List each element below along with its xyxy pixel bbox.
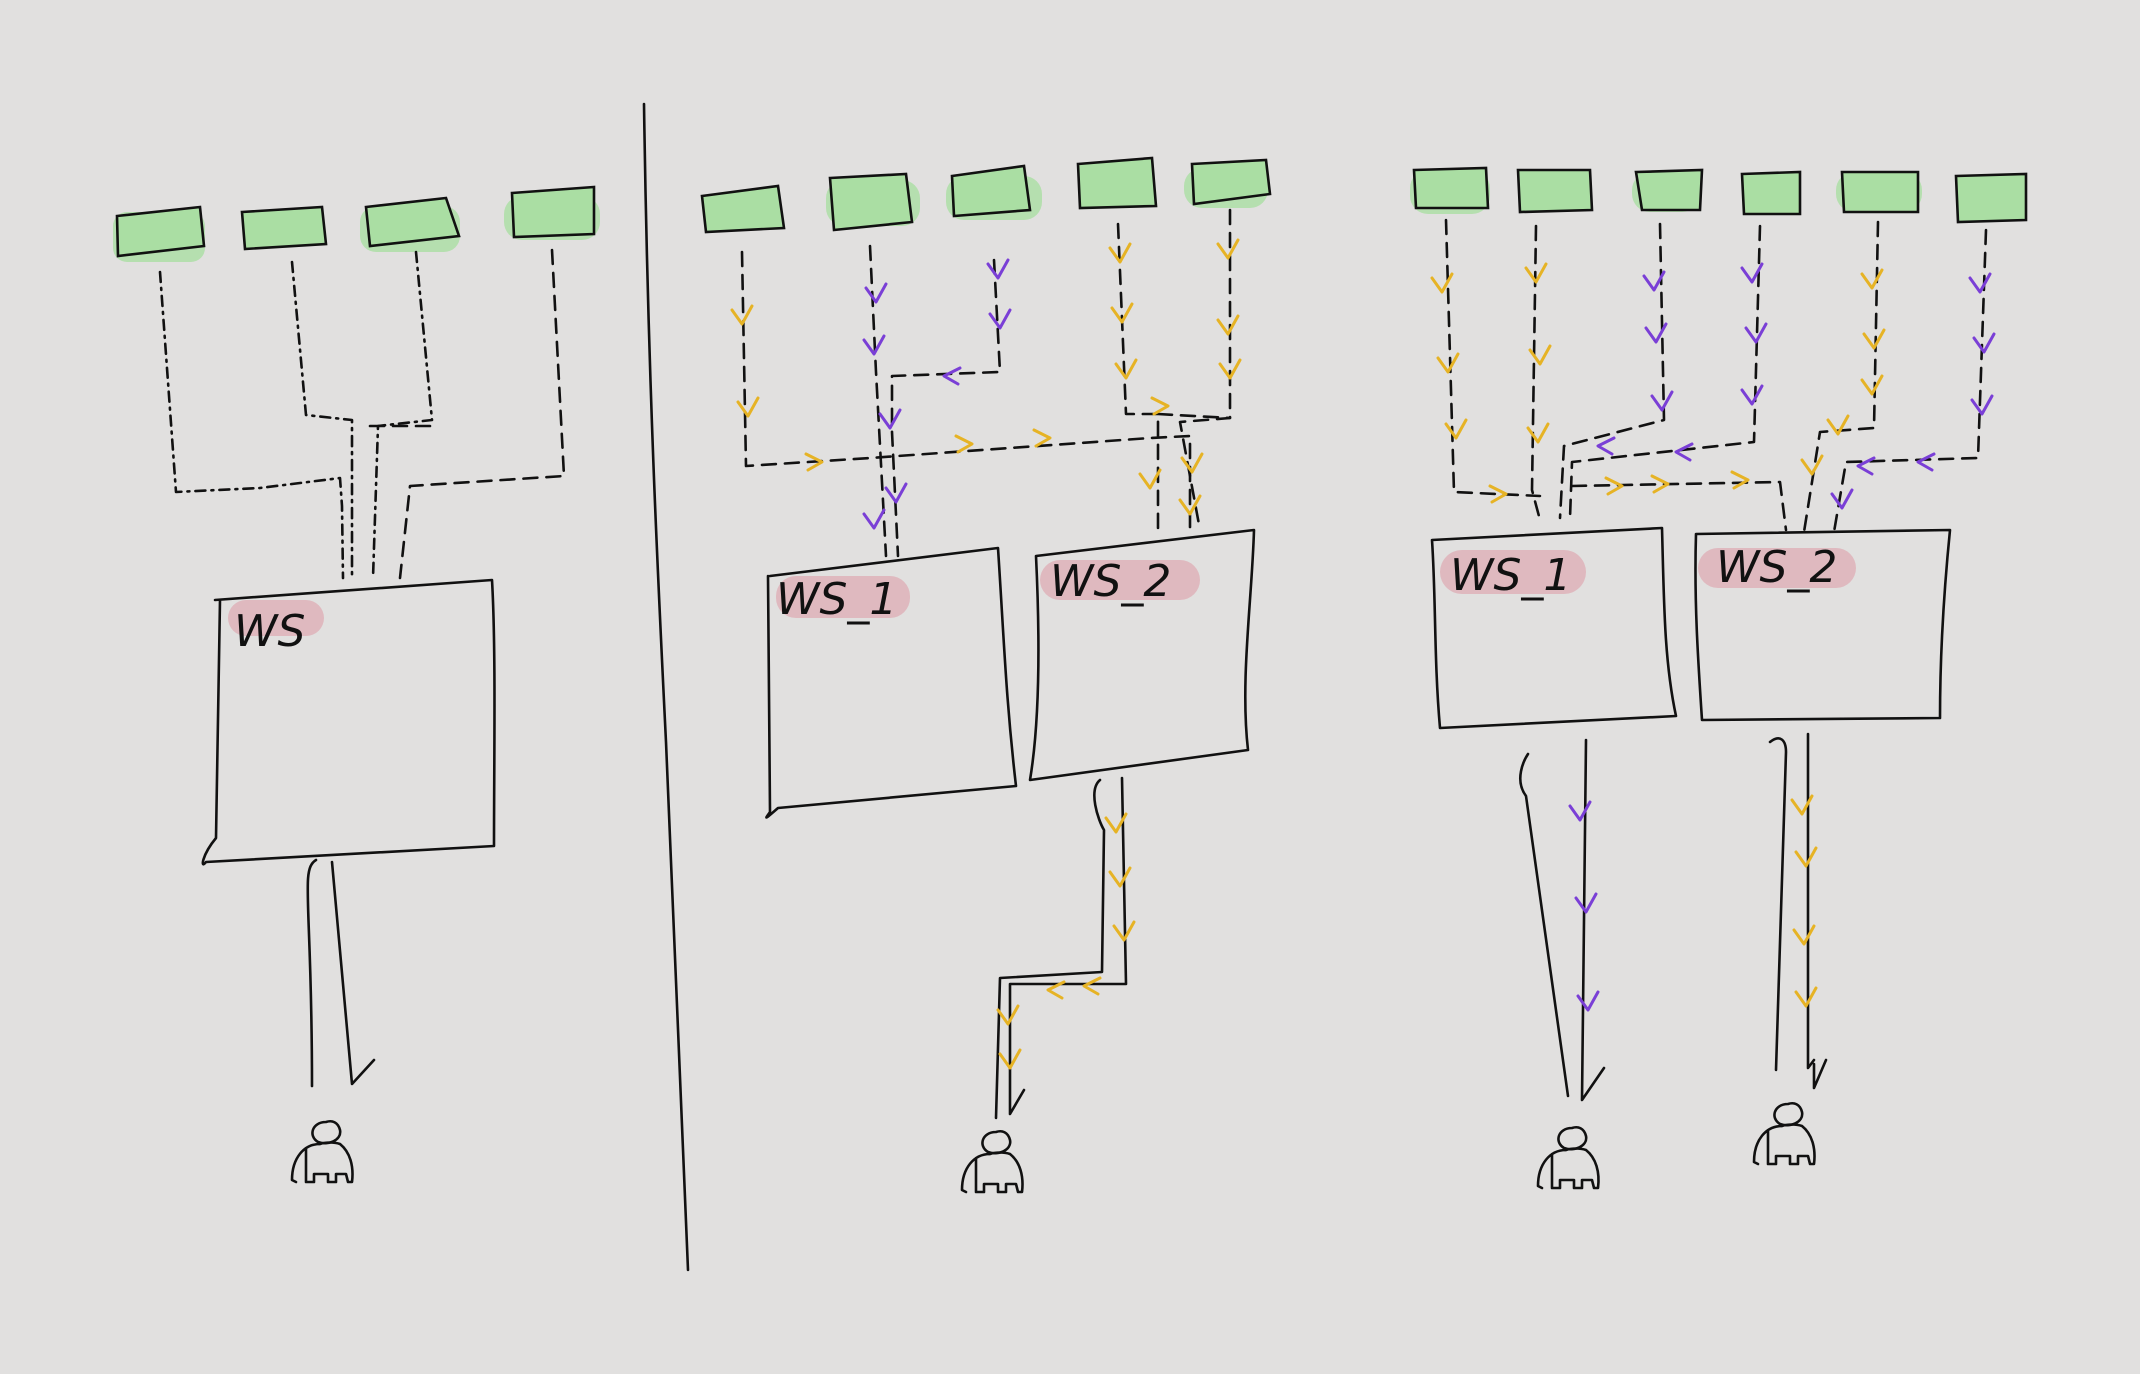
source-box [826,172,920,232]
workspace-label: WS_2 [1716,542,1837,593]
panel-two-separate: WS_1 WS_2 [1410,166,2028,1190]
user-icon [960,1129,1024,1194]
source-box [1740,170,1802,216]
source-box [946,164,1042,220]
workspace-box-1: WS_1 [1430,526,1678,730]
source-links [158,248,566,580]
source-box [1836,170,1922,214]
source-box [1184,158,1272,208]
source-boxes [700,156,1272,234]
source-box [504,185,600,240]
user-link [994,776,1136,1120]
source-box [240,205,328,251]
flow-arrows [1430,262,1996,510]
user-icon [290,1119,354,1184]
user-link [306,858,376,1088]
source-box [360,196,461,252]
panel-single: WS [113,185,600,1184]
user-link-2 [1768,732,1828,1090]
workspace-label-highlight [1698,548,1856,588]
source-box [1076,156,1158,210]
source-boxes [1410,166,2028,224]
workspace-box: WS [201,578,496,866]
workspace-label: WS [234,606,305,657]
user-icon [1752,1101,1816,1166]
workspace-label-highlight [776,576,910,618]
source-box [1632,168,1704,212]
source-box [1410,166,1490,214]
workspace-box-2: WS_2 [1694,528,1952,722]
source-box [1516,168,1594,214]
workspace-box-2: WS_2 [1028,528,1256,782]
workspace-label-highlight [1440,550,1586,594]
source-box [1954,172,2028,224]
flow-arrows [730,238,1242,530]
workspace-label: WS_1 [776,574,897,625]
workspace-label: WS_1 [1450,550,1571,601]
panel-two-shared: WS_1 WS_2 [700,156,1272,1194]
source-links [1444,218,1988,534]
panel-divider [642,102,690,1272]
source-box [700,184,786,234]
source-boxes [113,185,600,262]
user-link-1 [1519,738,1606,1102]
workspace-label: WS_2 [1050,556,1171,607]
source-box [113,205,206,262]
workspace-box-1: WS_1 [765,546,1018,819]
source-links [740,208,1232,558]
workspace-label-highlight [228,600,324,636]
user-icon [1536,1125,1600,1190]
workspace-label-highlight [1040,560,1200,600]
